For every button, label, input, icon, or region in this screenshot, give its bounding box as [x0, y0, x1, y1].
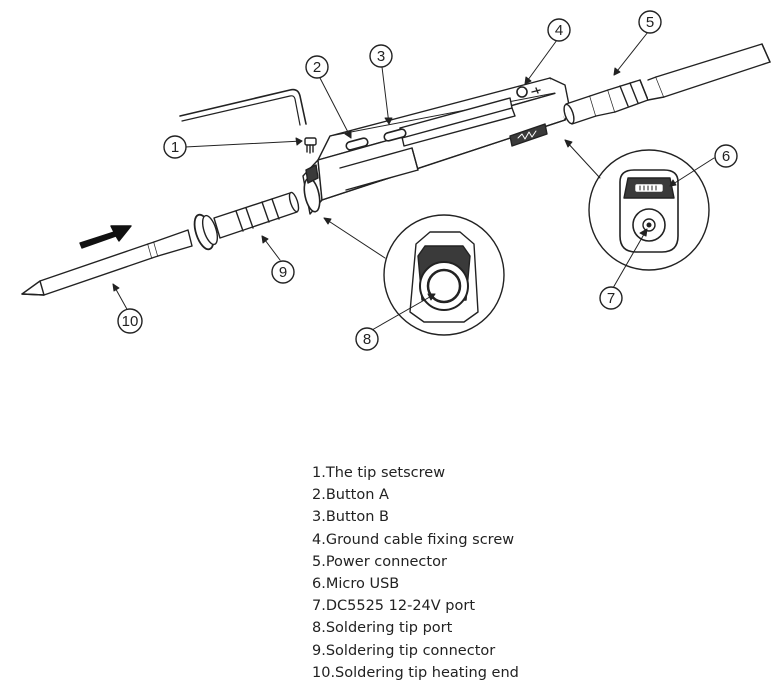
leader-lines	[112, 31, 715, 331]
callout-7-label: 7	[607, 290, 615, 307]
hex-key	[179, 88, 307, 126]
handle-body	[302, 77, 571, 215]
legend-item: 8.Soldering tip port	[312, 620, 453, 637]
callout-1: 1	[163, 135, 187, 159]
legend-item: 7.DC5525 12-24V port	[312, 598, 476, 615]
callout-8: 8	[355, 327, 379, 351]
exploded-view-diagram: 1 2 3 4 5 6 7 8 9 10	[21, 10, 771, 351]
button-b	[383, 128, 407, 142]
callout-3: 3	[369, 44, 393, 68]
callout-3-label: 3	[377, 48, 385, 65]
callout-2: 2	[305, 55, 329, 79]
callout-2-label: 2	[313, 59, 321, 76]
callout-7: 7	[599, 286, 623, 310]
callout-5: 5	[638, 10, 662, 34]
legend-item: 1.The tip setscrew	[312, 465, 446, 481]
callout-6: 6	[714, 144, 738, 168]
legend-item: 9.Soldering tip connector	[312, 642, 496, 659]
button-a	[345, 137, 369, 151]
soldering-tip	[21, 191, 300, 296]
callout-6-label: 6	[722, 148, 730, 165]
legend-item: 4.Ground cable fixing screw	[312, 531, 515, 548]
callout-4-label: 4	[555, 22, 563, 39]
ground-screw	[516, 86, 528, 98]
legend-item: 2.Button A	[312, 487, 389, 504]
tip-setscrew	[304, 137, 317, 154]
legend-item: 3.Button B	[312, 509, 389, 526]
callout-8-label: 8	[363, 331, 371, 348]
callout-1-label: 1	[171, 139, 179, 156]
callout-10: 10	[117, 308, 143, 334]
insert-arrow-icon	[79, 225, 132, 249]
callout-9: 9	[271, 260, 295, 284]
callout-10-label: 10	[122, 313, 139, 330]
legend-item: 6.Micro USB	[312, 575, 400, 592]
callout-5-label: 5	[646, 14, 654, 31]
legend-item: 5.Power connector	[312, 553, 447, 570]
parts-legend: 1.The tip setscrew 2.Button A 3.Button B…	[312, 462, 519, 684]
legend-item: 10.Soldering tip heating end	[312, 664, 519, 681]
detail-tip-port	[383, 214, 505, 336]
detail-rear-ports	[588, 149, 710, 271]
callout-4: 4	[547, 18, 571, 42]
power-connector	[563, 43, 771, 125]
callout-9-label: 9	[279, 264, 287, 281]
